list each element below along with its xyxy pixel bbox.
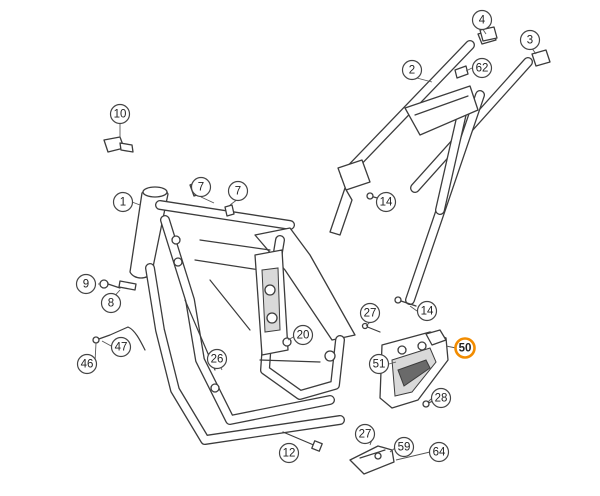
callout-circle — [368, 353, 390, 375]
callout-label: 10 — [114, 109, 127, 121]
chain-guide-bracket — [349, 445, 395, 475]
callout-label: 14 — [421, 306, 434, 318]
callout-circle — [227, 180, 249, 202]
callout-label: 26 — [211, 354, 224, 366]
chain-guide-assembly — [379, 329, 449, 409]
callout-circle — [471, 9, 493, 31]
callout-circle — [430, 387, 452, 409]
callout-circle — [75, 273, 97, 295]
callout-label: 27 — [364, 308, 377, 320]
callout-label: 20 — [297, 330, 310, 342]
callout: 3 — [519, 29, 541, 51]
callout-circle — [428, 441, 450, 463]
callout-label: 8 — [108, 298, 114, 310]
subframe-screw — [454, 65, 469, 79]
callout-circle — [206, 348, 228, 370]
callout: 8 — [100, 292, 122, 314]
callout: 64 — [428, 441, 450, 463]
subframe — [329, 29, 551, 305]
callout-label: 51 — [373, 359, 386, 371]
callout-label: 2 — [409, 65, 415, 77]
callout-circle — [292, 324, 314, 346]
callout-circle — [109, 103, 131, 125]
callout-label: 64 — [433, 447, 446, 459]
callout: 10 — [109, 103, 131, 125]
callout-label: 12 — [283, 448, 296, 460]
callout: 2 — [401, 59, 423, 81]
callout: 4 — [471, 9, 493, 31]
callout: 14 — [416, 300, 438, 322]
callout-label: 46 — [81, 359, 94, 371]
callout-circle — [375, 191, 397, 213]
callout: 27 — [354, 423, 376, 445]
callout-label: 4 — [479, 15, 486, 27]
callout-circle — [190, 176, 212, 198]
callout-circle — [401, 59, 423, 81]
callout-circle — [354, 423, 376, 445]
subframe-end-plug — [479, 26, 498, 42]
callout-circle — [112, 191, 134, 213]
callout-label: 7 — [235, 186, 241, 198]
callout: 47 — [110, 336, 132, 358]
callout-label: 27 — [359, 429, 372, 441]
callout-circle — [100, 292, 122, 314]
callout-circle — [471, 57, 493, 79]
callout: 59 — [393, 436, 415, 458]
callout: 12 — [278, 442, 300, 464]
callout-label: 3 — [527, 35, 533, 47]
callout-circle — [76, 353, 98, 375]
frame-protector-plug — [103, 136, 134, 153]
callout-label: 14 — [380, 197, 393, 209]
callout-label: 62 — [476, 63, 489, 75]
bolt-28 — [422, 397, 441, 408]
callout: 62 — [471, 57, 493, 79]
callout: 20 — [292, 324, 314, 346]
callout-label: 50 — [459, 343, 472, 355]
callout-label: 47 — [115, 342, 128, 354]
callout: 28 — [430, 387, 452, 409]
callout-layer: 4 3 2 62 10 7 7 1 14 9 8 27 14 50 20 47 46 51 26 28 27 59 64 12 — [75, 9, 541, 464]
callout-label: 7 — [198, 182, 204, 194]
bolt-14-lower — [394, 296, 417, 307]
callout-circle — [110, 336, 132, 358]
callout-label: 59 — [398, 442, 411, 454]
callout: 7 — [227, 180, 249, 202]
callout-circle — [519, 29, 541, 51]
screw-9 — [99, 279, 121, 289]
callout-circle — [393, 436, 415, 458]
callout: 27 — [359, 302, 381, 324]
bolt-12 — [282, 431, 323, 452]
callout-circle — [278, 442, 300, 464]
callout: 51 — [368, 353, 390, 375]
callout-label: 1 — [120, 197, 126, 209]
callout: 46 — [76, 353, 98, 375]
callout: 26 — [206, 348, 228, 370]
bolt-27 — [361, 322, 381, 333]
callout: 1 — [112, 191, 134, 213]
callout-circle — [359, 302, 381, 324]
callout: 7 — [190, 176, 212, 198]
callout: 9 — [75, 273, 97, 295]
callout: 14 — [375, 191, 397, 213]
main-frame — [129, 179, 356, 445]
callout-label: 28 — [435, 393, 448, 405]
callout-label: 9 — [83, 279, 89, 291]
callout-circle — [454, 337, 476, 359]
callout-highlighted: 50 — [454, 337, 476, 359]
washer-8 — [118, 280, 137, 291]
callout-circle — [416, 300, 438, 322]
